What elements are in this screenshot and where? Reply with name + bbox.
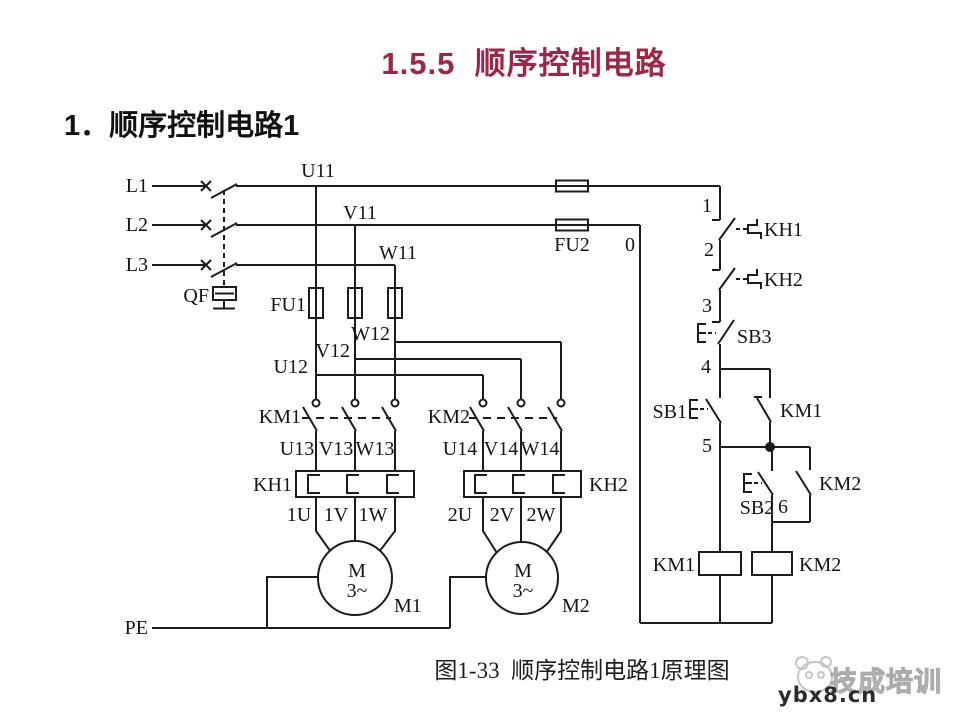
coil-returns: [640, 575, 773, 624]
fu1-fuse-1: [308, 287, 324, 319]
km1-main-contacts: [302, 398, 400, 471]
node1-label: 1: [702, 195, 712, 217]
circuit-wires: [152, 179, 812, 629]
fu2-fuse-1: [555, 179, 589, 193]
km1-coil-box: [698, 551, 742, 576]
node2-label: 2: [704, 239, 714, 261]
km2-coil-label: KM2: [799, 554, 841, 576]
watermark-brand: 技成培训: [830, 667, 942, 698]
v12-label: V12: [316, 340, 350, 362]
w11-label: W11: [379, 242, 417, 264]
pe-label: PE: [125, 617, 148, 639]
km1-main-label: KM1: [259, 406, 301, 428]
kh2-label: KH2: [589, 474, 628, 496]
kh1-release-symbol: [747, 219, 762, 239]
sb2-label: SB2: [740, 497, 774, 519]
fu2-fuse-2: [555, 218, 589, 232]
fu1-fuse-2: [347, 287, 363, 319]
node0-label: 0: [625, 234, 635, 256]
l1-label: L1: [126, 175, 148, 197]
l1-rail: [152, 185, 721, 220]
kh2-release-symbol: [747, 269, 762, 289]
v11-label: V11: [343, 202, 377, 224]
sb3-actuator: [697, 323, 706, 343]
pe-rail: [152, 576, 486, 629]
w12-label: W12: [351, 323, 390, 345]
u13-label: U13: [280, 438, 314, 460]
w13-label: W13: [356, 438, 395, 460]
m2-label: M2: [562, 595, 590, 617]
sb1-label: SB1: [653, 401, 687, 423]
m1w-label: 1W: [359, 504, 388, 526]
figure-caption: 图1-33 顺序控制电路1原理图: [434, 658, 730, 683]
watermark-logo: [795, 656, 833, 693]
fu2-label: FU2: [554, 234, 590, 256]
w12-branch: [395, 341, 562, 399]
watermark-site: ybx8.cn: [778, 683, 878, 707]
u12-branch: [316, 374, 484, 399]
km2-aux-contact: [772, 447, 812, 523]
breaker-cross-l1: [200, 180, 212, 192]
km1-aux-label: KM1: [780, 400, 822, 422]
motor-m2-m: M: [514, 560, 532, 582]
node4-label: 4: [701, 356, 711, 378]
kh1-label: KH1: [253, 474, 292, 496]
fu1-label: FU1: [270, 294, 306, 316]
v13-label: V13: [319, 438, 353, 460]
sb1-contact: [705, 398, 722, 447]
node5-label: 5: [702, 435, 712, 457]
km2-main-contacts: [469, 398, 566, 471]
kh2-contact: [712, 267, 736, 322]
motor-m1-m: M: [348, 560, 366, 582]
l2-label: L2: [126, 214, 148, 236]
kh1-contact: [712, 217, 736, 270]
sb2-contact: [757, 447, 774, 552]
km2-main-label: KM2: [428, 406, 470, 428]
page-title: 1.5.5 顺序控制电路: [381, 46, 667, 81]
w14-label: W14: [521, 438, 560, 460]
breaker-cross-l2: [200, 219, 212, 231]
v12-branch: [355, 358, 522, 399]
fu1-fuse-3: [387, 287, 403, 319]
qf-stem: [213, 300, 235, 310]
u12-label: U12: [274, 356, 308, 378]
sb1-actuator: [689, 399, 698, 419]
v14-label: V14: [484, 438, 518, 460]
l2-rail: [152, 224, 641, 623]
section-heading: 1．顺序控制电路1: [64, 110, 300, 142]
motor-m2-phase: 3~: [513, 580, 534, 602]
km1-aux-contact: [754, 396, 772, 447]
l3-label: L3: [126, 254, 148, 276]
u11-label: U11: [301, 160, 335, 182]
m2v-label: 2V: [490, 504, 515, 526]
breaker-cross-l3: [200, 259, 212, 271]
kh2-heater-box: [463, 470, 582, 554]
m1u-label: 1U: [287, 504, 312, 526]
km2-aux-label: KM2: [819, 473, 861, 495]
kh1-heater-box: [295, 470, 415, 553]
qf-label: QF: [183, 285, 209, 307]
km1-coil-label: KM1: [653, 554, 695, 576]
sb3-contact: [712, 319, 735, 398]
sb3-label: SB3: [737, 326, 771, 348]
node3-label: 3: [702, 295, 712, 317]
km2-coil-box: [751, 551, 793, 576]
node4-branch: [720, 368, 771, 398]
m1-label: M1: [394, 595, 422, 617]
breaker-blade-l3: [210, 262, 238, 278]
circuit-labels: L1 L2 L3 PE QF U11 V11 W11 FU1 FU2 0 U12…: [125, 160, 862, 639]
node6-label: 6: [778, 496, 788, 518]
motor-m1-phase: 3~: [347, 580, 368, 602]
kh2-contact-label: KH2: [764, 269, 803, 291]
u14-label: U14: [443, 438, 477, 460]
m2u-label: 2U: [448, 504, 473, 526]
kh1-contact-label: KH1: [764, 219, 803, 241]
watermark: 技成培训 ybx8.cn: [775, 650, 960, 710]
m2w-label: 2W: [527, 504, 556, 526]
m1v-label: 1V: [324, 504, 349, 526]
sb2-actuator: [743, 473, 752, 493]
